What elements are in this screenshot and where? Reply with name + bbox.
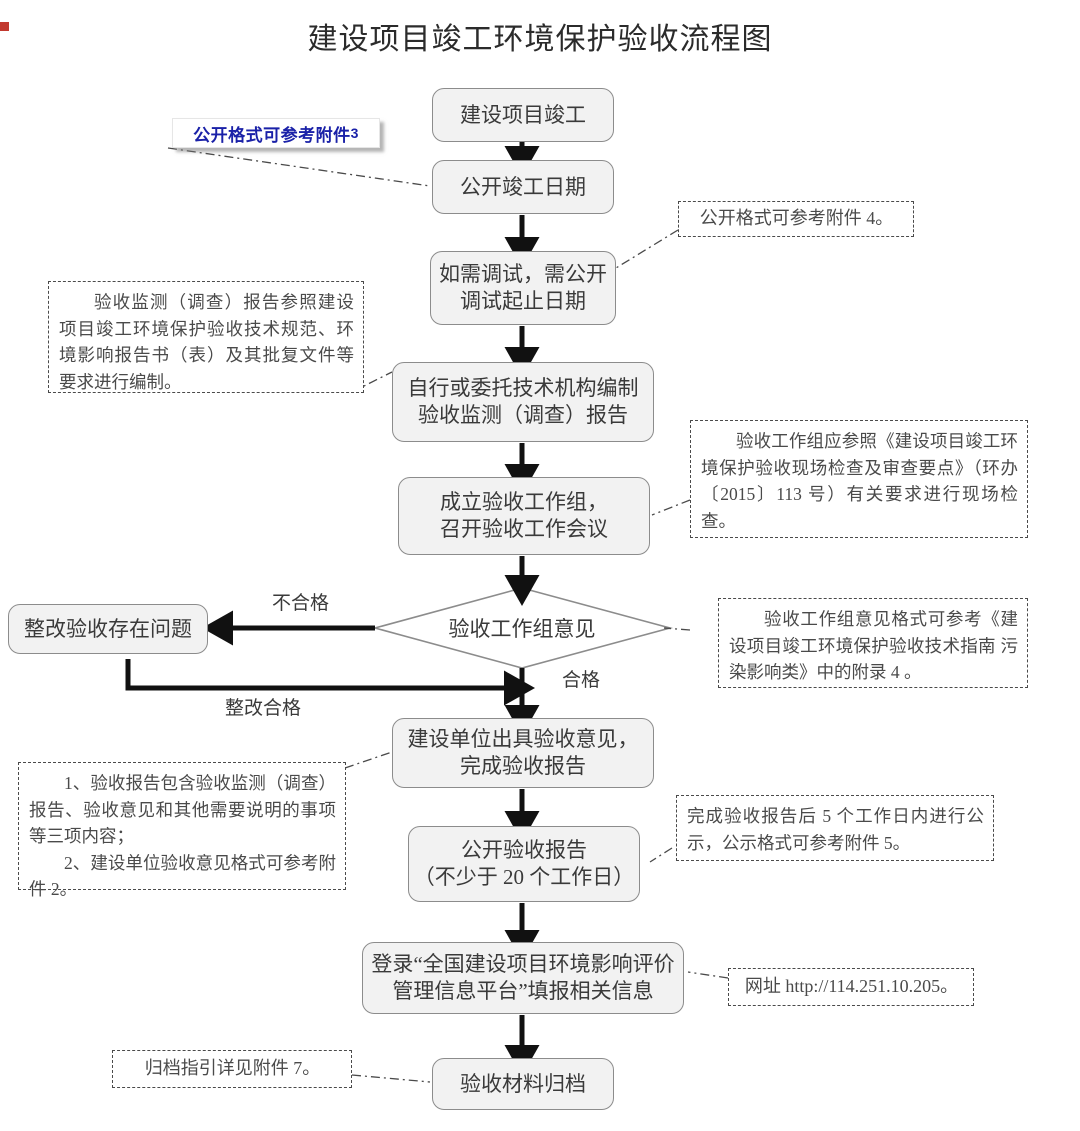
node-label-line2: 验收监测（调查）报告: [418, 403, 628, 427]
note-text-1: 1、验收报告包含验收监测（调查）报告、验收意见和其他需要说明的事项等三项内容；: [29, 773, 336, 847]
node-issue-acceptance-opinion[interactable]: 建设单位出具验收意见， 完成验收报告: [392, 718, 654, 788]
node-label-line2: 完成验收报告: [460, 754, 586, 778]
node-label-line2: 调试起止日期: [460, 289, 586, 313]
node-publish-acceptance-report[interactable]: 公开验收报告 （不少于 20 个工作日）: [408, 826, 640, 902]
note-opinion-format: 验收工作组意见格式可参考《建设项目竣工环境保护验收技术指南 污染影响类》中的附录…: [718, 598, 1028, 688]
node-publish-completion-date[interactable]: 公开竣工日期: [432, 160, 614, 214]
node-commissioning-dates[interactable]: 如需调试，需公开 调试起止日期: [430, 251, 616, 325]
note-monitoring-report: 验收监测（调查）报告参照建设项目竣工环境保护验收技术规范、环境影响报告书（表）及…: [48, 281, 364, 393]
leader-attachment4: [615, 229, 679, 269]
leader-blue-callout: [167, 147, 431, 187]
node-prepare-monitoring-report[interactable]: 自行或委托技术机构编制 验收监测（调查）报告: [392, 362, 654, 442]
leader-website: [687, 971, 729, 979]
node-rectify-issues[interactable]: 整改验收存在问题: [8, 604, 208, 654]
arrow-rectified-loop: [125, 659, 535, 706]
note-text: 归档指引详见附件 7。: [144, 1058, 321, 1079]
node-label-line1: 登录“全国建设项目环境影响评价: [371, 952, 675, 977]
note-website: 网址 http://114.251.10.205。: [728, 968, 974, 1006]
note-publicity: 完成验收报告后 5 个工作日内进行公示，公示格式可参考附件 5。: [676, 795, 994, 861]
note-text: 公开格式可参考附件 4。: [699, 208, 894, 229]
node-label: 公开竣工日期: [460, 174, 586, 199]
note-text: 网址 http://114.251.10.205。: [744, 976, 959, 997]
note-attachment4: 公开格式可参考附件 4。: [678, 201, 914, 237]
node-label: 验收材料归档: [460, 1071, 586, 1096]
leader-opinion-format: [663, 627, 691, 631]
leader-workgroup-check: [651, 499, 691, 516]
node-label-line1: 成立验收工作组，: [440, 490, 608, 515]
note-text: 验收工作组应参照《建设项目竣工环境保护验收现场检查及审查要点》（环办〔2015〕…: [701, 431, 1018, 531]
leader-archive: [351, 1074, 431, 1083]
note-report-contents: 1、验收报告包含验收监测（调查）报告、验收意见和其他需要说明的事项等三项内容； …: [18, 762, 346, 899]
node-platform-submission[interactable]: 登录“全国建设项目环境影响评价 管理信息平台”填报相关信息: [362, 942, 684, 1014]
leader-publicity: [649, 847, 673, 863]
node-label-line1: 如需调试，需公开: [439, 262, 607, 287]
decision-label-wrapper[interactable]: 验收工作组意见: [392, 604, 652, 652]
node-label-line2: 管理信息平台”填报相关信息: [392, 979, 654, 1003]
node-label-line2: （不少于 20 个工作日）: [413, 865, 635, 889]
note-blue-text: 公开格式可参考附件: [193, 125, 351, 145]
node-project-completion[interactable]: 建设项目竣工: [432, 88, 614, 142]
note-text: 验收工作组意见格式可参考《建设项目竣工环境保护验收技术指南 污染影响类》中的附录…: [729, 609, 1018, 683]
note-text-2: 2、建设单位验收意见格式可参考附件 2。: [29, 852, 336, 900]
node-label-line2: 召开验收工作会议: [440, 517, 608, 541]
node-archive-materials[interactable]: 验收材料归档: [432, 1058, 614, 1110]
note-blue-num: 3: [350, 125, 359, 141]
edge-label-rectified: 整改合格: [225, 698, 302, 719]
node-establish-workgroup[interactable]: 成立验收工作组， 召开验收工作会议: [398, 477, 650, 555]
edge-label-pass: 合格: [562, 670, 601, 691]
note-text: 完成验收报告后 5 个工作日内进行公示，公示格式可参考附件 5。: [687, 806, 984, 853]
decision-label: 验收工作组意见: [448, 617, 596, 641]
node-label-line1: 公开验收报告: [461, 838, 587, 863]
corner-mark: [0, 22, 9, 31]
edge-label-fail: 不合格: [272, 593, 330, 614]
note-archive: 归档指引详见附件 7。: [112, 1050, 352, 1088]
note-text: 验收监测（调查）报告参照建设项目竣工环境保护验收技术规范、环境影响报告书（表）及…: [59, 292, 354, 392]
node-label: 整改验收存在问题: [24, 616, 192, 641]
node-label: 建设项目竣工: [460, 102, 586, 127]
node-label-line1: 自行或委托技术机构编制: [407, 376, 639, 401]
note-workgroup-check: 验收工作组应参照《建设项目竣工环境保护验收现场检查及审查要点》（环办〔2015〕…: [690, 420, 1028, 538]
leader-report-contents: [344, 751, 393, 769]
node-label-line1: 建设单位出具验收意见，: [407, 727, 639, 752]
page-title: 建设项目竣工环境保护验收流程图: [307, 23, 773, 56]
